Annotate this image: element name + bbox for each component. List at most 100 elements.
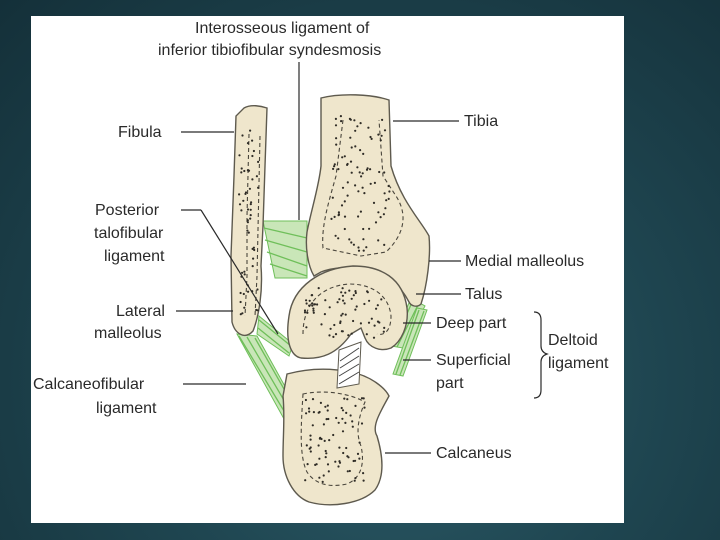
bone-dot [251,178,254,181]
bone-dot [310,294,313,297]
bone-dot [335,416,338,420]
bone-dot [337,168,340,171]
bone-dot [380,134,383,137]
label-deep-part: Deep part [436,315,507,332]
bone-dot [367,321,371,324]
bone-dot [380,298,383,301]
bone-dot [318,476,321,479]
bone-dot [363,406,366,409]
label-lateral-malleolus-1: Lateral [116,303,165,320]
bone-dot [351,425,354,428]
bone-dot [341,409,345,412]
bone-dot [304,479,307,482]
bone-dot [326,463,330,466]
bone-dot [246,229,249,232]
bone-dot [336,301,339,304]
bone-dot [344,421,347,424]
bone-dot [334,460,337,463]
label-calcaneus: Calcaneus [436,445,512,462]
bone-dot [328,334,331,337]
bone-dot [246,219,249,222]
bone-dot [378,170,381,174]
bone-dot [306,311,309,314]
bone-dot [344,313,347,316]
bone-dot [246,284,249,287]
bone-dot [252,246,255,249]
bone-dot [361,172,364,175]
bone-dot [338,446,341,449]
bone-dot [373,181,376,184]
bone-dot [355,305,358,308]
bone-dot [238,193,241,196]
bone-dot [378,321,381,324]
bone-dot [323,439,326,442]
calcaneus [282,368,390,506]
bone-dot [377,211,380,214]
bone-dot [359,149,362,152]
bone-dot [339,321,342,325]
bone-dot [238,203,242,206]
bone-dot [304,398,307,402]
bone-dot [366,291,369,294]
bone-dot [360,175,363,178]
bone-dot [343,397,346,400]
bone-dot [382,213,385,216]
bone-dot [354,145,357,148]
bone-dot [334,117,337,120]
bone-dot [338,298,341,301]
leader-lines [176,62,461,454]
label-superficial-1: Superficial [436,352,511,369]
bone-dot [358,171,361,174]
bone-dot [354,290,357,293]
bone-dot [250,201,253,204]
bone-dot [338,460,341,463]
bone-dot [247,169,250,172]
bone-dot [319,401,322,404]
bone-dot [354,404,357,407]
bone-dot [342,299,345,302]
bone-dot [333,165,336,168]
bone-dot [374,221,378,224]
bone-dot [257,160,260,163]
bone-dot [379,216,382,219]
bone-dot [372,201,376,204]
label-calcaneofibular-2: ligament [96,400,157,417]
bone-dot [305,444,308,447]
bone-dot [340,314,343,317]
bone-dot [341,417,344,420]
bone-dot [320,323,323,326]
bone-dot [369,168,372,171]
bone-dot [340,204,344,207]
bone-dot [257,186,260,189]
bone-dot [358,441,361,444]
bone-dot [362,479,365,482]
bone-dot [326,409,329,412]
bone-dot [308,410,311,413]
bone-dot [354,129,357,132]
bone-dot [248,187,251,190]
bone-dot [249,203,252,206]
bone-dot [375,307,378,310]
talocalcaneal-ligament [336,341,362,389]
bone-dot [345,446,348,450]
bone-dot [325,452,328,455]
bone-dot [309,434,312,437]
labels: Interosseous ligament of inferior tibiof… [33,20,609,462]
bone-dot [348,469,351,473]
bone-dot [354,291,357,295]
bone-dot [239,300,242,304]
bone-dot [330,217,333,220]
bone-dot [343,155,346,158]
bone-dot [350,171,353,174]
bone-dot [331,196,334,199]
bone-dot [352,294,355,297]
bone-dots [238,115,391,483]
bone-dot [377,133,380,136]
bone-dot [359,210,362,213]
bone-dot [253,248,256,252]
bone-dot [337,465,340,468]
bone-dot [362,227,365,231]
bone-dot [337,421,340,424]
bone-dot [381,118,384,121]
bone-dot [335,137,338,140]
